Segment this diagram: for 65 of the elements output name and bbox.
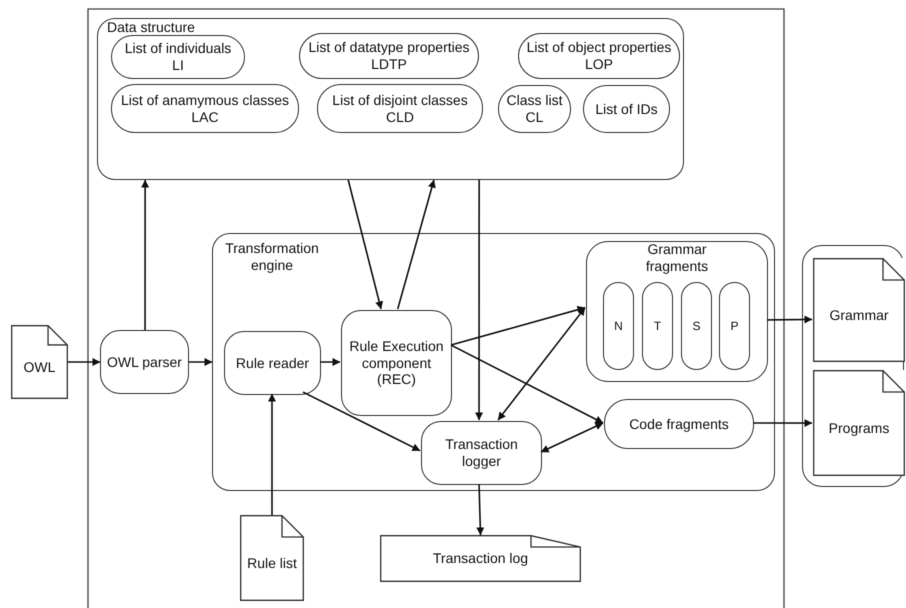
arrow [497, 307, 586, 420]
node-label: Transaction log [432, 550, 528, 567]
node-label: N [614, 318, 623, 334]
arrow [320, 358, 340, 366]
node-label: Code fragments [629, 416, 729, 432]
process-box [341, 310, 452, 416]
node-label: Grammar [829, 306, 889, 324]
document-shape [380, 535, 581, 582]
rounded-box [583, 85, 670, 133]
node-label: List of individuals LI [124, 40, 232, 74]
container-box [802, 245, 904, 487]
rounded-box [681, 282, 712, 370]
rounded-box [719, 282, 750, 370]
arrow [302, 391, 420, 452]
node-label: Class list CL [505, 92, 564, 126]
arrow [475, 180, 484, 420]
group-title: Grammar fragments [644, 241, 710, 275]
node-label: List of object properties LOP [526, 39, 672, 73]
node-label: S [692, 318, 700, 334]
document-shape [813, 370, 905, 476]
group-title: Transformation engine [224, 240, 320, 274]
document-shape [11, 325, 68, 399]
node-label: OWL parser [107, 354, 182, 370]
node-label: List of disjoint classes CLD [331, 92, 469, 126]
container-box [212, 233, 775, 491]
document-shape [813, 258, 905, 362]
container-box [97, 18, 684, 180]
arrow [450, 306, 586, 346]
node-label: OWL [24, 358, 56, 376]
process-box [100, 330, 189, 394]
arrow [540, 422, 604, 453]
node-label: Rule Execution component (REC) [348, 338, 445, 388]
rounded-box [498, 85, 571, 133]
arrow [753, 419, 812, 428]
node-label: Programs [828, 420, 890, 436]
rounded-box [317, 84, 483, 133]
rounded-box [518, 33, 680, 79]
node-label: List of datatype properties LDTP [307, 39, 471, 73]
rounded-box [111, 84, 299, 133]
container-box [586, 241, 768, 382]
arrow [189, 358, 212, 366]
group-title: Data structure [107, 19, 195, 36]
node-label: P [730, 318, 738, 334]
arrow [68, 358, 100, 366]
rounded-box [604, 399, 754, 449]
node-label: Transaction logger [444, 436, 519, 470]
node-label: List of anamymous classes LAC [120, 92, 290, 126]
node-label: List of IDs [595, 100, 658, 118]
arrow [268, 394, 276, 515]
arrow [141, 180, 150, 330]
process-box [224, 331, 321, 395]
arrow [450, 344, 604, 424]
arrow [476, 484, 484, 536]
document-shape [240, 515, 304, 601]
rounded-box [111, 35, 245, 79]
arrow [396, 180, 436, 310]
rounded-box [642, 282, 673, 370]
arrow [767, 316, 812, 324]
node-label: T [654, 318, 662, 334]
process-box [421, 421, 542, 485]
rounded-box [299, 33, 479, 79]
rounded-box [603, 282, 634, 370]
node-label: Rule list [247, 554, 297, 572]
arrow [347, 180, 384, 310]
node-label: Rule reader [236, 354, 310, 372]
